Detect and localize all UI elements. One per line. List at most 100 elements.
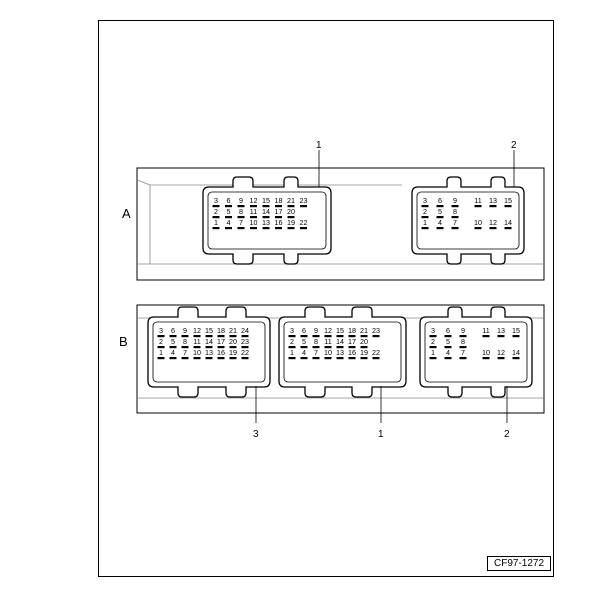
pin-slot [348,346,356,349]
pin-number: 4 [438,218,442,227]
pin-number: 18 [217,326,225,335]
pin-slot [217,346,225,349]
pin-number: 12 [193,326,201,335]
pin-number: 17 [348,337,356,346]
pin-slot [324,346,332,349]
pin-number: 15 [262,196,270,205]
connector-inner-rim [207,191,327,250]
pin-slot [459,357,467,360]
pin-number: 11 [250,207,257,216]
connector-inner-rim [424,321,528,383]
pin-slot [300,346,308,349]
pin-slot [489,205,497,208]
pin-slot [482,357,490,360]
pin-slot [225,227,232,230]
pin-number: 3 [431,326,435,335]
pin-number: 15 [504,196,512,205]
connector-body [419,306,533,398]
pin-number: 1 [423,218,427,227]
pin-number: 7 [239,218,243,227]
pin-number: 1 [159,348,163,357]
connector-body [202,176,332,265]
pin-slot [474,227,482,230]
pin-number: 5 [171,337,175,346]
pin-slot [237,227,245,230]
pin-number: 10 [482,348,490,357]
pin-slot [360,335,368,338]
pin-slot [169,346,177,349]
pin-slot [229,346,237,349]
figure-frame [98,20,554,577]
pin-number: 7 [453,218,457,227]
pin-slot [444,357,452,360]
pin-number: 2 [423,207,427,216]
pin-slot [474,205,482,208]
pin-number: 11 [193,337,200,346]
pin-slot [241,335,249,338]
pin-number: 15 [205,326,213,335]
pin-number: 6 [446,326,450,335]
pin-slot [205,357,213,360]
pin-slot [217,335,225,338]
pin-number: 16 [275,218,283,227]
pin-slot [212,227,220,230]
pin-number: 15 [512,326,520,335]
pin-slot [336,335,344,338]
pin-number: 10 [474,218,482,227]
pin-slot [360,346,368,349]
pin-slot [497,357,505,360]
pin-slot [451,205,459,208]
pin-number: 8 [453,207,457,216]
pin-number: 12 [489,218,497,227]
pin-slot [429,335,437,338]
pin-slot [193,357,201,360]
pin-number: 19 [287,218,295,227]
pin-slot [262,205,270,208]
pin-slot [497,335,505,338]
pin-slot [300,357,308,360]
pin-slot [193,346,201,349]
pin-slot [217,357,225,360]
pin-slot [229,335,237,338]
pin-number: 23 [300,196,308,205]
pin-slot [312,335,320,338]
pin-number: 2 [431,337,435,346]
pin-number: 18 [348,326,356,335]
pin-number: 14 [336,337,344,346]
pin-number: 2 [290,337,294,346]
pin-slot [459,335,467,338]
pin-number: 16 [348,348,356,357]
pin-slot [288,335,296,338]
pin-slot [181,346,189,349]
pin-slot [181,335,189,338]
pin-number: 8 [461,337,465,346]
pin-number: 13 [497,326,505,335]
pin-number: 17 [275,207,283,216]
pin-number: 1 [290,348,294,357]
pin-slot [421,216,429,219]
pin-number: 11 [482,326,489,335]
pin-number: 4 [302,348,306,357]
callout-a1: 1 [316,140,322,151]
pin-slot [429,346,437,349]
pin-number: 19 [360,348,368,357]
callout-b2: 2 [504,429,510,440]
pin-slot [348,357,356,360]
pin-number: 6 [302,326,306,335]
pin-slot [262,227,270,230]
pin-slot [324,335,332,338]
pin-number: 14 [205,337,213,346]
pin-number: 14 [262,207,270,216]
pin-slot [275,227,282,230]
pin-number: 13 [205,348,213,357]
pin-slot [241,346,249,349]
pin-number: 5 [302,337,306,346]
pin-slot [324,357,332,360]
pin-number: 21 [229,326,237,335]
pin-slot [336,357,344,360]
pin-slot [429,357,437,360]
connector-body [411,176,525,265]
pin-number: 22 [300,218,308,227]
pin-number: 3 [214,196,218,205]
